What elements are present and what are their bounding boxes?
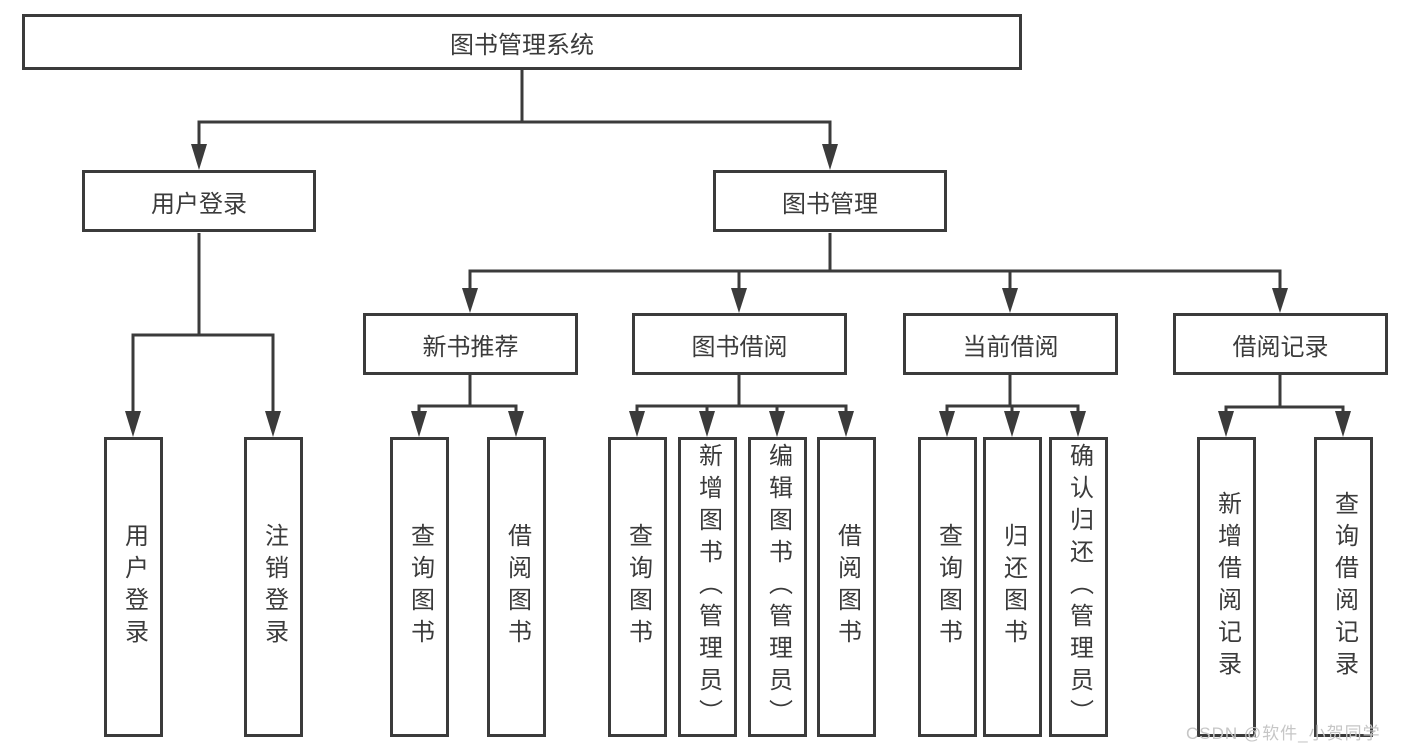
leaf-bb-borrow-books: 借阅图书 bbox=[817, 437, 876, 737]
arrow-icon bbox=[1272, 288, 1288, 313]
leaf-user-login: 用户登录 bbox=[104, 437, 163, 737]
arrow-icon bbox=[1004, 411, 1020, 437]
leaf-nb-query-books-label: 查询图书 bbox=[406, 523, 434, 651]
leaf-cb-return-books: 归还图书 bbox=[983, 437, 1042, 737]
leaf-br-add-record: 新增借阅记录 bbox=[1197, 437, 1256, 737]
arrow-icon bbox=[411, 411, 427, 437]
arrow-icon bbox=[125, 411, 141, 437]
connector-current-borrow-branch bbox=[945, 375, 1080, 415]
leaf-bb-query-books: 查询图书 bbox=[608, 437, 667, 737]
connector-book-borrow-branch bbox=[635, 375, 848, 415]
arrow-icon bbox=[629, 411, 645, 437]
connector-user-login-branch bbox=[131, 233, 275, 415]
node-book-management: 图书管理 bbox=[713, 170, 947, 232]
node-borrow-records-label: 借阅记录 bbox=[1232, 333, 1329, 361]
leaf-cb-query-books: 查询图书 bbox=[918, 437, 977, 737]
leaf-nb-borrow-books-label: 借阅图书 bbox=[503, 523, 531, 651]
leaf-br-query-record-label: 查询借阅记录 bbox=[1330, 491, 1358, 683]
arrow-icon bbox=[838, 411, 854, 437]
node-user-login-label: 用户登录 bbox=[151, 190, 247, 218]
leaf-nb-query-books: 查询图书 bbox=[390, 437, 449, 737]
node-current-borrow-label: 当前借阅 bbox=[962, 333, 1059, 361]
connector-root-to-level2 bbox=[197, 70, 832, 152]
node-root-label: 图书管理系统 bbox=[450, 31, 594, 59]
connector-new-book-branch bbox=[417, 375, 518, 415]
arrow-icon bbox=[1218, 411, 1234, 437]
leaf-logout: 注销登录 bbox=[244, 437, 303, 737]
node-borrow-records: 借阅记录 bbox=[1173, 313, 1388, 375]
leaf-bb-add-books-label: 新增图书（管理员） bbox=[694, 443, 722, 731]
arrow-icon bbox=[191, 144, 207, 170]
arrow-icon bbox=[769, 411, 785, 437]
arrow-icon bbox=[1070, 411, 1086, 437]
node-current-borrow: 当前借阅 bbox=[903, 313, 1118, 375]
leaf-bb-add-books: 新增图书（管理员） bbox=[678, 437, 737, 737]
arrow-icon bbox=[1002, 288, 1018, 313]
node-user-login: 用户登录 bbox=[82, 170, 316, 232]
node-new-book-recommend: 新书推荐 bbox=[363, 313, 578, 375]
leaf-cb-confirm-return: 确认归还（管理员） bbox=[1049, 437, 1108, 737]
leaf-bb-query-books-label: 查询图书 bbox=[624, 523, 652, 651]
arrow-icon bbox=[265, 411, 281, 437]
arrow-icon bbox=[1335, 411, 1351, 437]
leaf-cb-return-books-label: 归还图书 bbox=[999, 523, 1027, 651]
leaf-bb-edit-books: 编辑图书（管理员） bbox=[748, 437, 807, 737]
node-book-management-label: 图书管理 bbox=[782, 190, 878, 218]
leaf-br-add-record-label: 新增借阅记录 bbox=[1213, 491, 1241, 683]
leaf-user-login-label: 用户登录 bbox=[120, 523, 148, 651]
arrow-icon bbox=[462, 288, 478, 313]
arrow-icon bbox=[822, 144, 838, 170]
arrowheads bbox=[125, 144, 1351, 437]
node-book-borrow-label: 图书借阅 bbox=[691, 333, 788, 361]
arrow-icon bbox=[699, 411, 715, 437]
connector-borrow-records-branch bbox=[1224, 375, 1345, 415]
arrow-icon bbox=[731, 288, 747, 313]
node-root: 图书管理系统 bbox=[22, 14, 1022, 70]
leaf-br-query-record: 查询借阅记录 bbox=[1314, 437, 1373, 737]
node-book-borrow: 图书借阅 bbox=[632, 313, 847, 375]
arrow-icon bbox=[939, 411, 955, 437]
leaf-bb-borrow-books-label: 借阅图书 bbox=[833, 523, 861, 651]
csdn-watermark: CSDN @软件_小贺同学 bbox=[1186, 724, 1381, 743]
leaf-logout-label: 注销登录 bbox=[260, 523, 288, 651]
leaf-cb-confirm-return-label: 确认归还（管理员） bbox=[1065, 443, 1093, 731]
leaf-cb-query-books-label: 查询图书 bbox=[934, 523, 962, 651]
arrow-icon bbox=[508, 411, 524, 437]
connector-book-management-branch bbox=[468, 233, 1282, 292]
leaf-bb-edit-books-label: 编辑图书（管理员） bbox=[764, 443, 792, 731]
leaf-nb-borrow-books: 借阅图书 bbox=[487, 437, 546, 737]
node-new-book-recommend-label: 新书推荐 bbox=[422, 333, 519, 361]
